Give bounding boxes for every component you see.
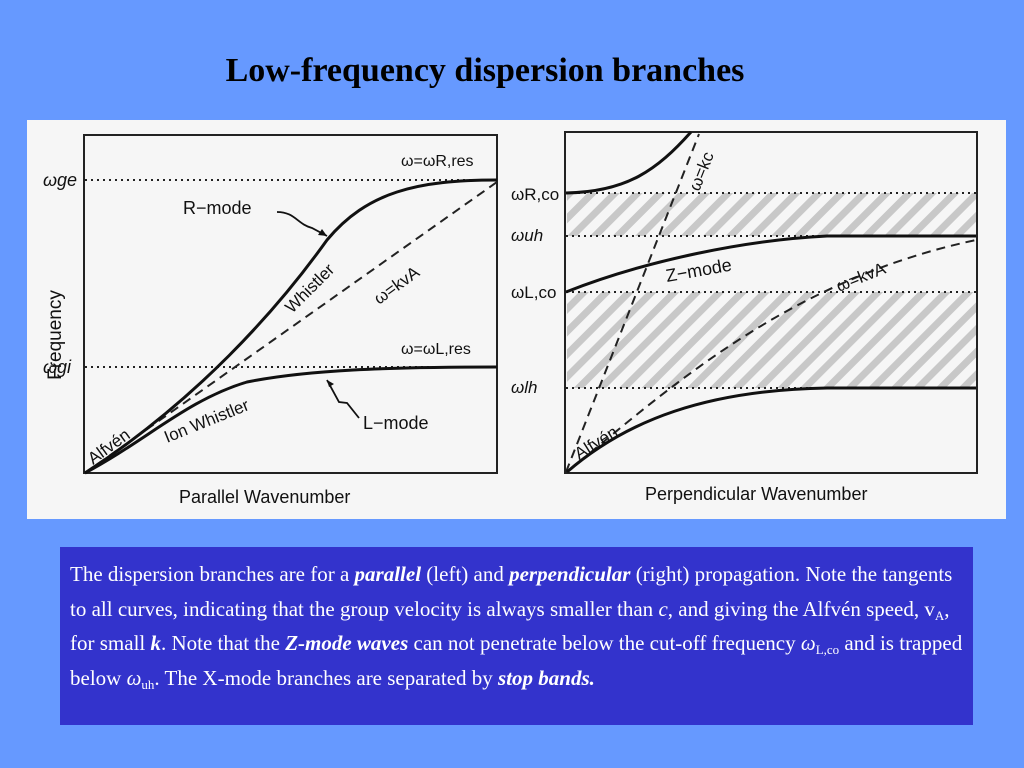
upper-x-mode-curve: [565, 130, 693, 195]
kva-dashed-line-right: [566, 239, 977, 473]
w-ge-label: ωge: [43, 170, 77, 190]
w-lco-label: ωL,co: [511, 283, 556, 302]
dispersion-figure: Frequency ωge ωgi ω=ωR,res ω=ωL,res ω=kv…: [27, 120, 1006, 519]
caption-text-2: (left) and: [421, 562, 510, 586]
kc-line-label: ω=kc: [685, 149, 718, 194]
caption-text-7: can not penetrate below the cut-off freq…: [408, 631, 801, 655]
w-lh-label: ωlh: [511, 378, 537, 397]
left-panel: Frequency ωge ωgi ω=ωR,res ω=ωL,res ω=kv…: [43, 134, 498, 507]
kc-dashed-line: [565, 133, 700, 473]
l-mode-curve: [84, 365, 498, 475]
kva-line-label: ω=kvA: [370, 262, 423, 308]
caption-omega-2: ω: [126, 665, 142, 690]
caption-text-9: . The X-mode branches are separated by: [154, 665, 499, 690]
caption-text-3: (right) propagation. Note the tangents t…: [70, 562, 953, 621]
y-axis-label: Frequency: [45, 290, 66, 380]
w-gi-label: ωgi: [43, 357, 72, 377]
right-panel: ωR,co ωuh ωL,co ωlh ω=kc ω=kvA Z−mode Al…: [511, 130, 978, 504]
caption-omega-1: ω: [800, 631, 816, 655]
caption-sub-lco: L,co: [815, 642, 840, 657]
z-mode-curve: [565, 234, 976, 294]
caption-z-mode: Z-mode waves: [285, 631, 409, 655]
w-rco-label: ωR,co: [511, 185, 559, 204]
caption-stop-bands: stop bands.: [498, 665, 595, 690]
l-res-line-label: ω=ωL,res: [401, 341, 471, 358]
alfven-label-right: Alfvén: [571, 422, 621, 463]
r-res-line-label: ω=ωR,res: [401, 153, 474, 170]
caption-parallel: parallel: [354, 562, 422, 586]
stop-band-lower: [567, 292, 976, 388]
left-plot-frame: [83, 134, 498, 474]
l-mode-pointer: [326, 379, 360, 419]
kva-dashed-line: [84, 181, 498, 474]
caption-k: k: [150, 631, 161, 655]
caption-sub-a: A: [934, 607, 945, 623]
caption-text-8: and is trapped below: [70, 631, 963, 690]
ion-whistler-label: Ion Whistler: [161, 395, 252, 446]
r-mode-curve: [84, 178, 498, 475]
x-axis-label-right: Perpendicular Wavenumber: [645, 484, 867, 504]
slide-title: Low-frequency dispersion branches: [225, 52, 745, 89]
caption-perpendicular: perpendicular: [509, 562, 631, 586]
alfven-curve-right: [566, 386, 976, 474]
r-mode-pointer: [276, 211, 328, 237]
w-uh-label: ωuh: [511, 226, 543, 245]
x-axis-label-left: Parallel Wavenumber: [179, 487, 350, 507]
r-mode-label: R−mode: [183, 198, 252, 218]
alfven-label-left: Alfvén: [84, 425, 133, 468]
caption-text-6: . Note that the: [160, 631, 286, 655]
caption-c: c: [658, 596, 668, 621]
right-plot-frame: [564, 131, 978, 474]
kva-line-label-right: ω=kvA: [833, 259, 889, 296]
caption-text-5: , for small: [70, 596, 950, 656]
caption-box: The dispersion branches are for a parall…: [60, 547, 973, 725]
caption-text-1: The dispersion branches are for a: [70, 562, 355, 586]
caption-text-4: , and giving the Alfvén speed, v: [667, 596, 935, 621]
caption-sub-uh: uh: [141, 676, 155, 692]
stop-band-upper: [567, 193, 976, 236]
l-mode-label: L−mode: [363, 413, 429, 433]
